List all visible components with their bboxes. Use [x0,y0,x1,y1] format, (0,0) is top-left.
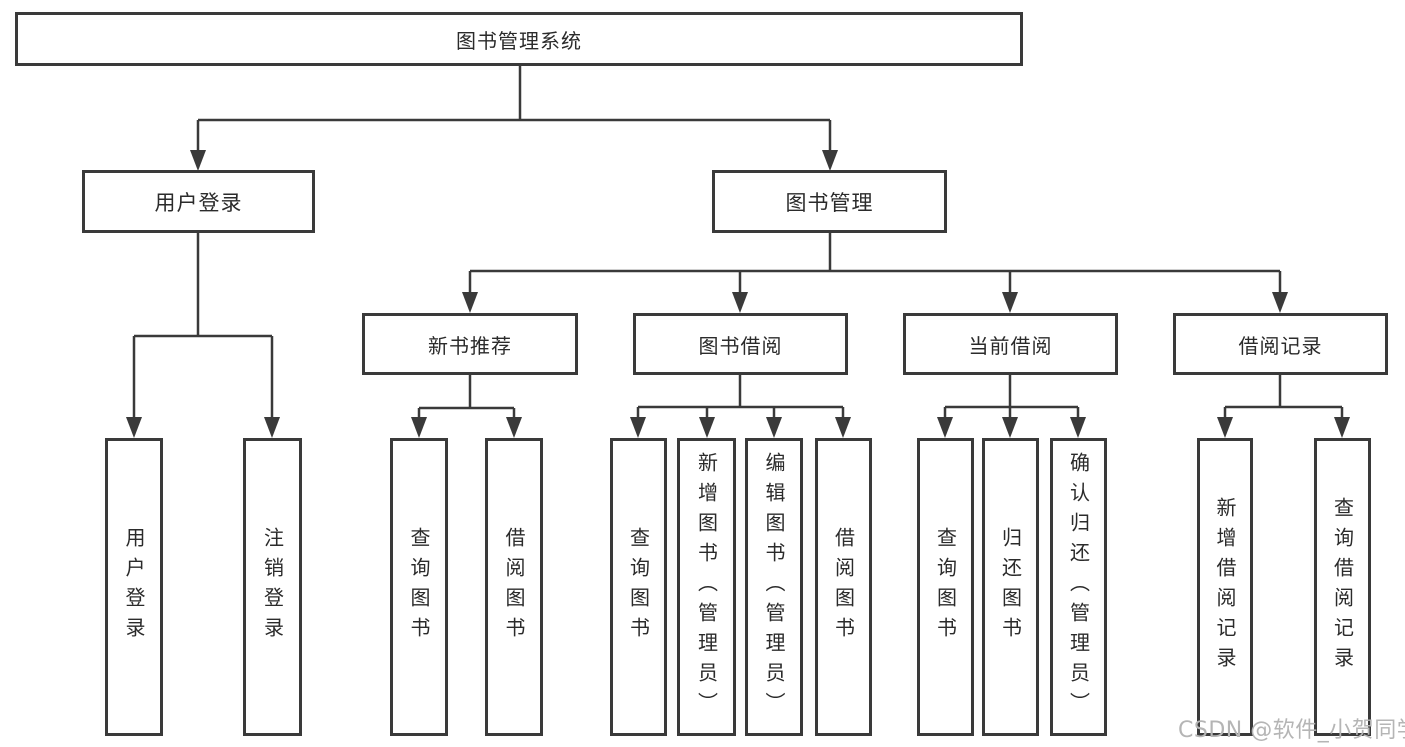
node-label: 图书借阅 [698,333,783,358]
leaf-borrow-books-recommend: 借阅图书 [485,438,543,736]
leaf-label: 查询图书 [407,527,431,647]
leaf-logout: 注销登录 [243,438,302,736]
node-label: 当前借阅 [968,333,1053,358]
leaf-query-books-recommend: 查询图书 [390,438,448,736]
node-label: 图书管理 [785,190,874,215]
node-user-login: 用户登录 [82,170,315,233]
leaf-query-books-current: 查询图书 [917,438,974,736]
node-label: 图书管理系统 [456,28,582,53]
leaf-label: 归还图书 [998,527,1023,647]
leaf-label: 用户登录 [122,527,146,647]
leaf-label: 确认归还（管理员） [1066,452,1091,722]
csdn-watermark: CSDN @软件_小贺同学 [1178,718,1405,743]
leaf-label: 查询图书 [626,527,651,647]
leaf-return-books: 归还图书 [982,438,1039,736]
leaf-confirm-return-admin: 确认归还（管理员） [1050,438,1107,736]
leaf-borrow-books-borrowing: 借阅图书 [815,438,872,736]
node-borrowing-records: 借阅记录 [1173,313,1388,375]
node-new-book-recommend: 新书推荐 [362,313,578,375]
node-label: 新书推荐 [428,333,512,358]
leaf-label: 查询图书 [933,527,958,647]
leaf-query-borrow-record: 查询借阅记录 [1314,438,1371,736]
node-label: 借阅记录 [1238,333,1323,358]
node-current-borrowing: 当前借阅 [903,313,1118,375]
node-label: 用户登录 [154,190,243,215]
leaf-add-books-admin: 新增图书（管理员） [677,438,736,736]
leaf-edit-books-admin: 编辑图书（管理员） [745,438,803,736]
node-root: 图书管理系统 [15,12,1023,66]
leaf-label: 新增借阅记录 [1213,497,1237,677]
leaf-label: 新增图书（管理员） [694,452,719,722]
leaf-label: 借阅图书 [831,527,856,647]
node-book-management: 图书管理 [712,170,947,233]
leaf-label: 注销登录 [260,527,285,647]
arrowheads [126,150,1350,438]
leaf-user-login: 用户登录 [105,438,163,736]
leaf-query-books-borrowing: 查询图书 [610,438,667,736]
leaf-add-borrow-record: 新增借阅记录 [1197,438,1253,736]
leaf-label: 编辑图书（管理员） [762,452,786,722]
leaf-label: 查询借阅记录 [1330,497,1355,677]
leaf-label: 借阅图书 [502,527,526,647]
node-book-borrowing: 图书借阅 [633,313,848,375]
